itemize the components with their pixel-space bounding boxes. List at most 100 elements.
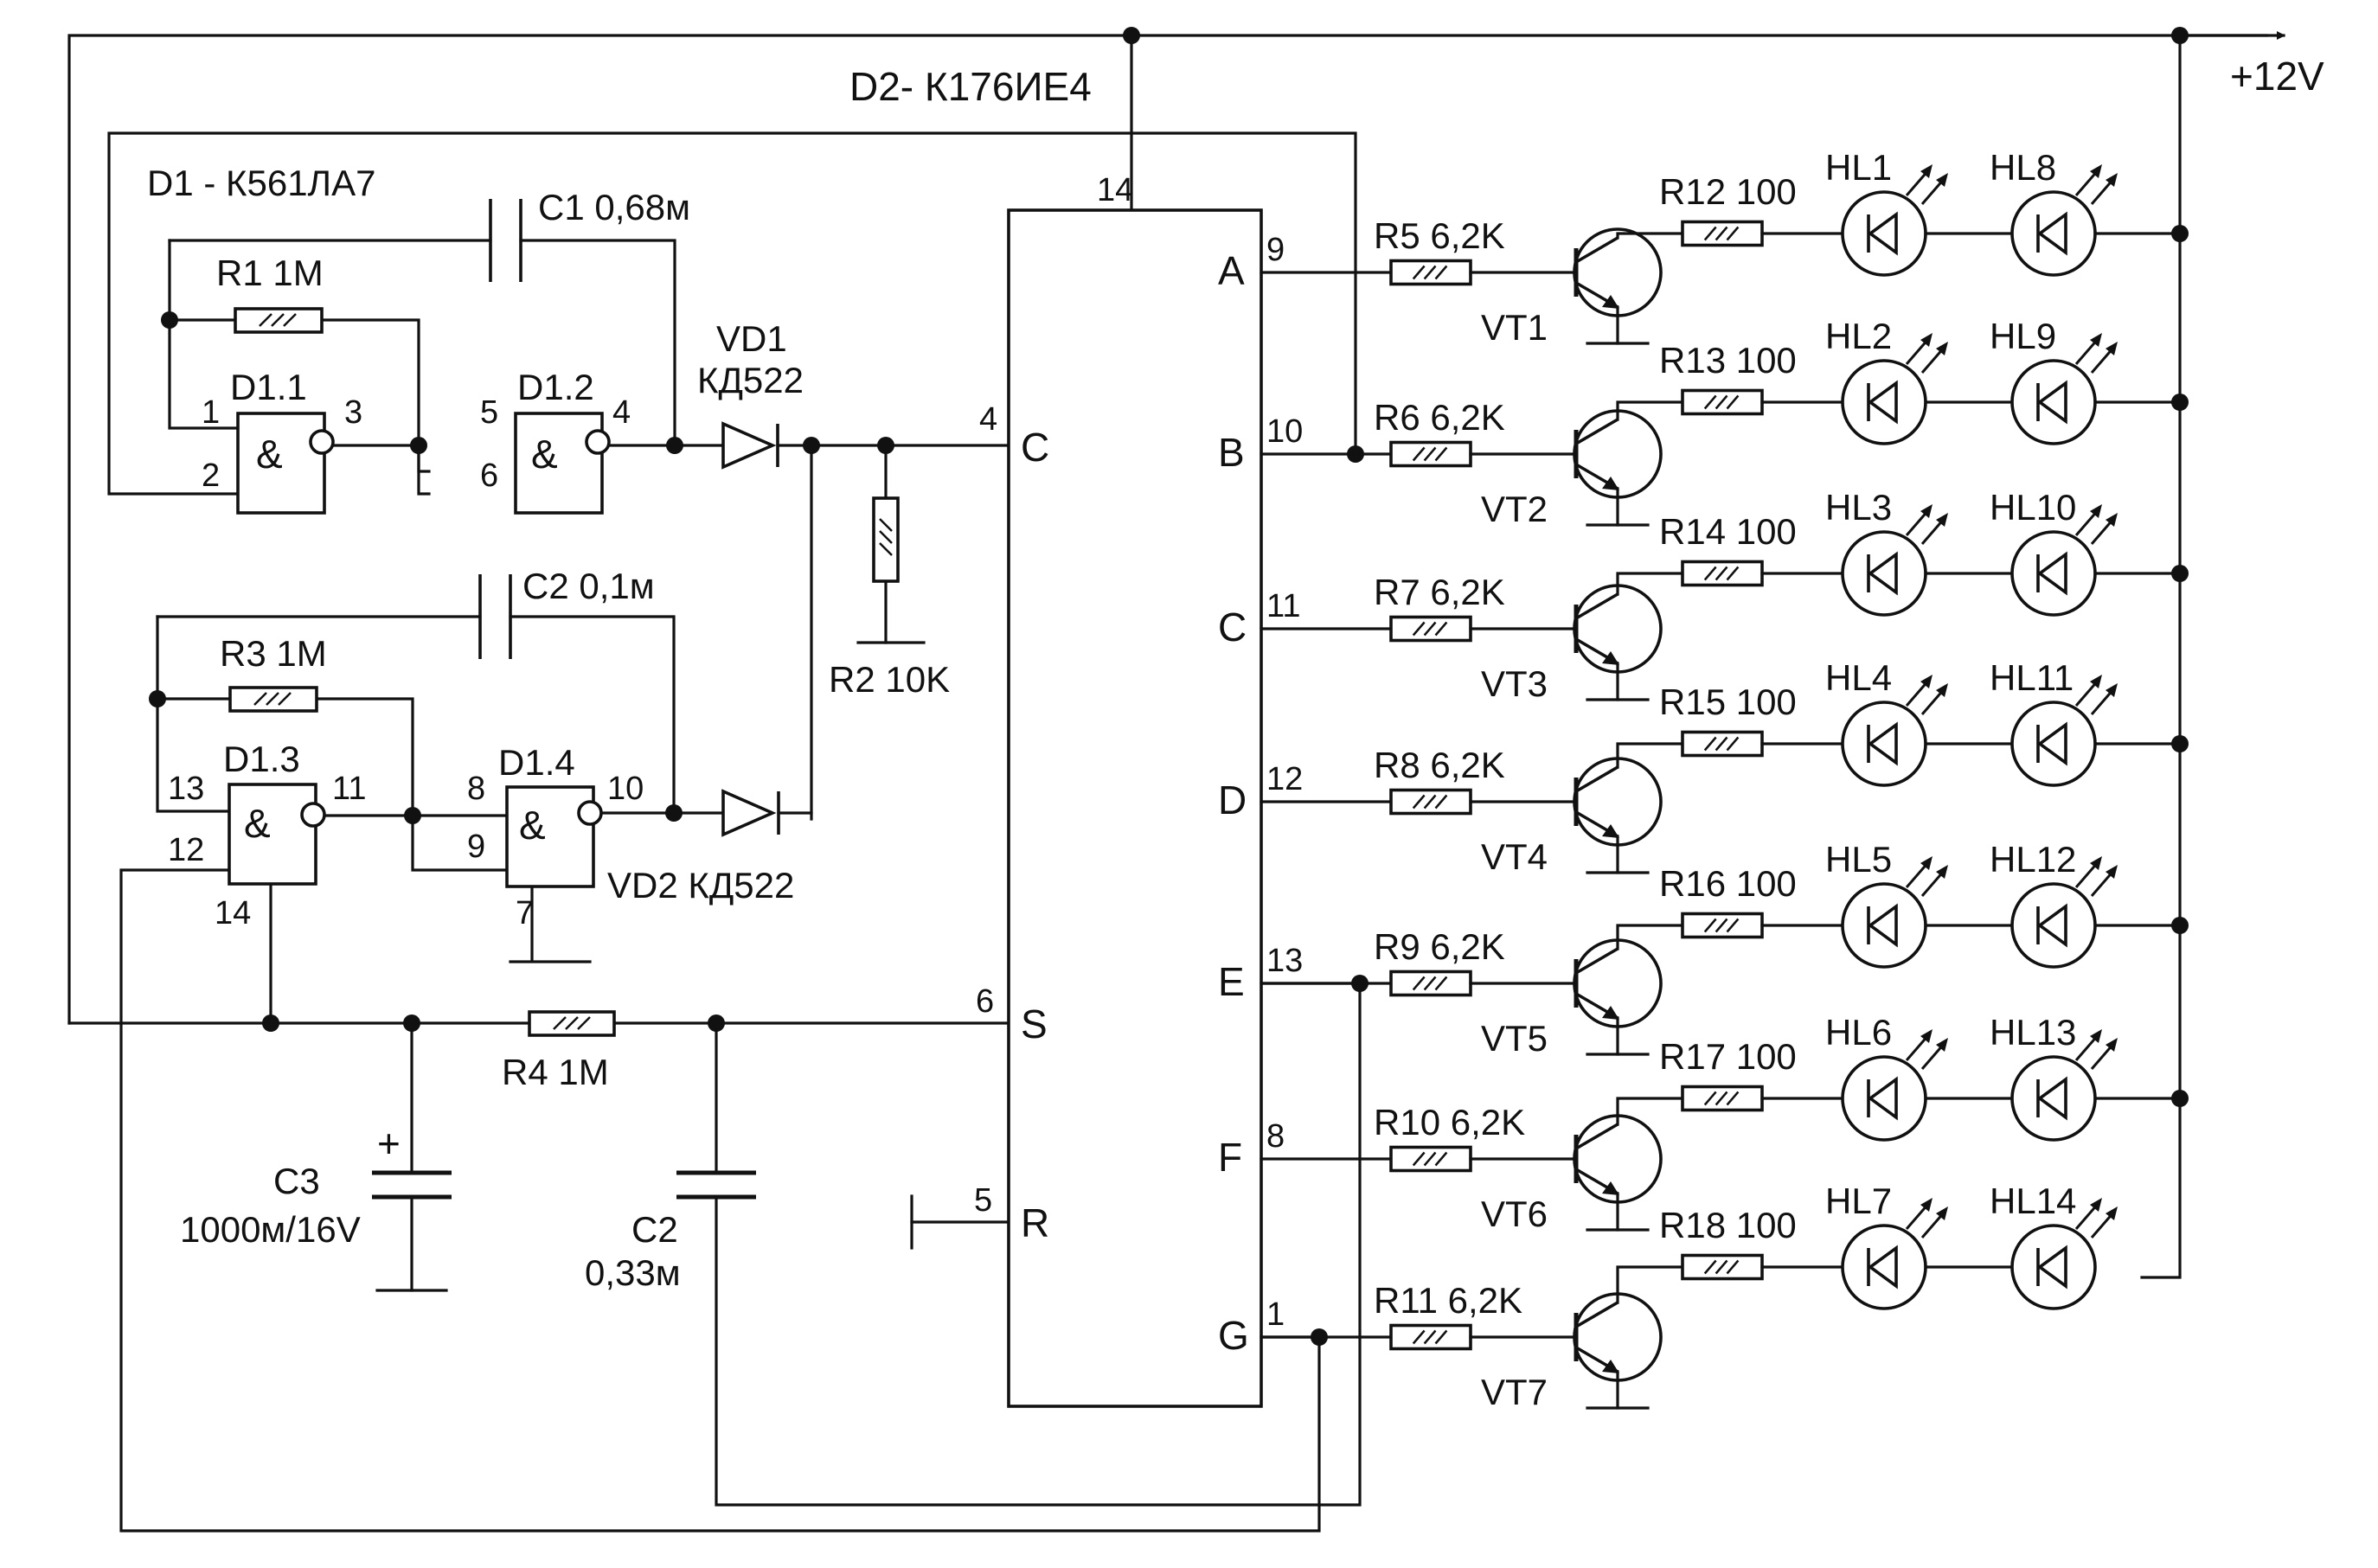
svg-text:&: & <box>519 803 546 848</box>
pin-num-5: 13 <box>1266 943 1303 979</box>
capacitor-c2: C2 0,1м <box>478 566 655 659</box>
channel-5: E 13 R9 6,2K VT5 R16 100 HL5 HL12 <box>1218 839 2189 1059</box>
load-resistor-label: R15 100 <box>1659 682 1797 722</box>
svg-text:3: 3 <box>344 394 362 431</box>
svg-text:C2 0,1м: C2 0,1м <box>522 566 655 606</box>
transistor-label: VT4 <box>1481 836 1548 877</box>
led-b-label: HL12 <box>1990 839 2076 880</box>
pin-6-label: 6 <box>976 983 994 1020</box>
transistor-label: VT7 <box>1481 1372 1548 1412</box>
led-a-label: HL1 <box>1825 147 1892 188</box>
load-resistor-label: R16 100 <box>1659 863 1797 904</box>
pin-num-7: 1 <box>1266 1296 1285 1333</box>
pin-c-label: C <box>1021 425 1049 470</box>
svg-text:&: & <box>244 801 271 846</box>
pin-num-2: 10 <box>1266 413 1303 450</box>
base-resistor-label: R5 6,2K <box>1374 215 1505 256</box>
resistor-r4: R4 1M <box>502 1010 616 1092</box>
svg-text:D1.1: D1.1 <box>230 367 307 407</box>
load-resistor-label: R14 100 <box>1659 511 1797 552</box>
pin-r-label: R <box>1021 1200 1049 1245</box>
svg-text:1: 1 <box>202 394 220 431</box>
resistor-r3: R3 1M <box>220 633 327 713</box>
svg-text:&: & <box>256 432 283 477</box>
led-a-label: HL2 <box>1825 316 1892 356</box>
svg-text:C1 0,68м: C1 0,68м <box>538 187 690 227</box>
led-a-label: HL4 <box>1825 657 1892 698</box>
led-b-label: HL10 <box>1990 487 2076 528</box>
capacitor-c3: + C3 1000м/16V <box>180 1121 452 1250</box>
svg-text:2: 2 <box>202 458 220 494</box>
svg-text:1000м/16V: 1000м/16V <box>180 1209 361 1250</box>
resistor-r2: R2 10K <box>829 496 950 700</box>
svg-text:11: 11 <box>332 771 366 807</box>
svg-text:12: 12 <box>168 832 204 868</box>
svg-text:5: 5 <box>480 394 498 431</box>
gate-d1-4: & D1.4 8 9 10 7 <box>467 742 644 931</box>
svg-text:8: 8 <box>467 771 485 807</box>
diode-vd2: VD2 КД522 <box>607 789 794 906</box>
svg-text:4: 4 <box>612 394 631 431</box>
transistor-label: VT1 <box>1481 307 1548 348</box>
led-b-label: HL9 <box>1990 316 2056 356</box>
pin-num-4: 12 <box>1266 761 1303 797</box>
pin-b-name: B <box>1218 430 1245 475</box>
svg-text:C2: C2 <box>631 1209 678 1250</box>
gate-d1-3: & D1.3 13 12 11 14 <box>168 739 366 931</box>
gate-d1-2: & D1.2 5 6 4 <box>480 367 631 515</box>
svg-text:D1.4: D1.4 <box>498 742 575 783</box>
base-resistor-label: R11 6,2K <box>1374 1280 1522 1321</box>
svg-text:D1.2: D1.2 <box>517 367 594 407</box>
supply-label: +12V <box>2230 54 2324 99</box>
svg-text:14: 14 <box>215 895 251 931</box>
pin-e-name: E <box>1218 959 1245 1004</box>
pin-s-label: S <box>1021 1002 1048 1046</box>
svg-text:КД522: КД522 <box>697 360 804 400</box>
svg-text:R2 10K: R2 10K <box>829 659 950 700</box>
led-a-label: HL7 <box>1825 1181 1892 1221</box>
svg-text:&: & <box>531 432 558 477</box>
load-resistor-label: R17 100 <box>1659 1036 1797 1077</box>
base-resistor-label: R6 6,2K <box>1374 397 1505 438</box>
svg-text:C3: C3 <box>273 1161 320 1201</box>
svg-text:0,33м: 0,33м <box>585 1252 681 1293</box>
base-resistor-label: R8 6,2K <box>1374 745 1505 785</box>
wires <box>67 31 2285 1533</box>
load-resistor-label: R12 100 <box>1659 171 1797 212</box>
base-resistor-label: R9 6,2K <box>1374 926 1505 967</box>
led-b-label: HL13 <box>1990 1012 2076 1053</box>
capacitor-c1: C1 0,68м <box>489 187 690 282</box>
svg-text:R4 1M: R4 1M <box>502 1052 609 1092</box>
pin-14-label: 14 <box>1097 172 1133 208</box>
pin-g-name: G <box>1218 1313 1249 1358</box>
load-resistor-label: R13 100 <box>1659 340 1797 381</box>
pin-a-name: A <box>1218 248 1245 293</box>
transistor-label: VT6 <box>1481 1194 1548 1234</box>
diode-vd1: VD1 КД522 <box>697 318 804 470</box>
transistor-label: VT5 <box>1481 1018 1548 1059</box>
svg-text:+: + <box>377 1121 401 1166</box>
d2-label: D2- К176ИЕ4 <box>849 64 1092 109</box>
base-resistor-label: R10 6,2K <box>1374 1102 1525 1142</box>
led-b-label: HL14 <box>1990 1181 2076 1221</box>
svg-text:10: 10 <box>607 771 644 807</box>
d1-label: D1 - К561ЛА7 <box>147 163 376 203</box>
resistor-r1: R1 1M <box>216 253 324 334</box>
svg-text:R1 1M: R1 1M <box>216 253 324 293</box>
led-a-label: HL5 <box>1825 839 1892 880</box>
pin-4-label: 4 <box>979 401 997 438</box>
pin-num-6: 8 <box>1266 1118 1285 1155</box>
svg-text:R3 1M: R3 1M <box>220 633 327 674</box>
pin-d-name: D <box>1218 778 1247 822</box>
capacitor-c2-033: C2 0,33м <box>585 1170 756 1293</box>
pin-c-name: C <box>1218 605 1247 650</box>
led-a-label: HL6 <box>1825 1012 1892 1053</box>
base-resistor-label: R7 6,2K <box>1374 572 1505 612</box>
pin-num-3: 11 <box>1266 588 1300 624</box>
